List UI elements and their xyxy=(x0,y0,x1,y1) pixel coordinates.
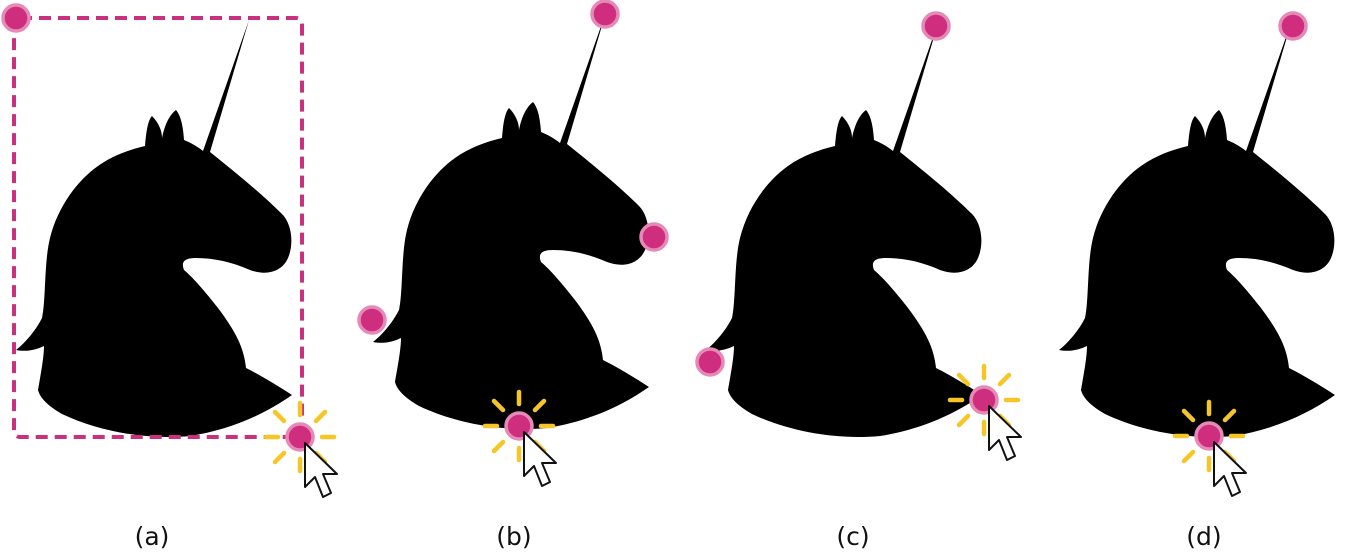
extreme-point[interactable] xyxy=(1278,11,1308,41)
panel-d xyxy=(1059,11,1335,497)
panel-label-a: (a) xyxy=(134,522,170,551)
mouse-pointer-icon xyxy=(304,442,338,498)
extreme-point[interactable] xyxy=(639,222,669,252)
panel-label-d: (d) xyxy=(1186,522,1222,551)
bounding-box xyxy=(12,16,304,439)
unicorn-silhouette xyxy=(1059,20,1335,438)
extreme-point[interactable] xyxy=(1,3,31,33)
mouse-pointer-icon xyxy=(1213,441,1247,497)
unicorn-silhouette xyxy=(16,20,292,438)
panel-a xyxy=(1,3,338,498)
panel-label-c: (c) xyxy=(836,522,870,551)
extreme-point[interactable] xyxy=(695,347,725,377)
panel-label-b: (b) xyxy=(496,522,532,551)
extreme-point[interactable] xyxy=(921,11,951,41)
mouse-pointer-icon xyxy=(523,431,557,487)
unicorn-silhouette xyxy=(706,20,982,438)
mouse-pointer-icon xyxy=(988,405,1022,461)
panel-b xyxy=(357,0,669,487)
unicorn-silhouette xyxy=(373,12,649,430)
extreme-point[interactable] xyxy=(357,305,387,335)
panel-c xyxy=(695,11,1022,461)
extreme-point[interactable] xyxy=(590,0,620,29)
